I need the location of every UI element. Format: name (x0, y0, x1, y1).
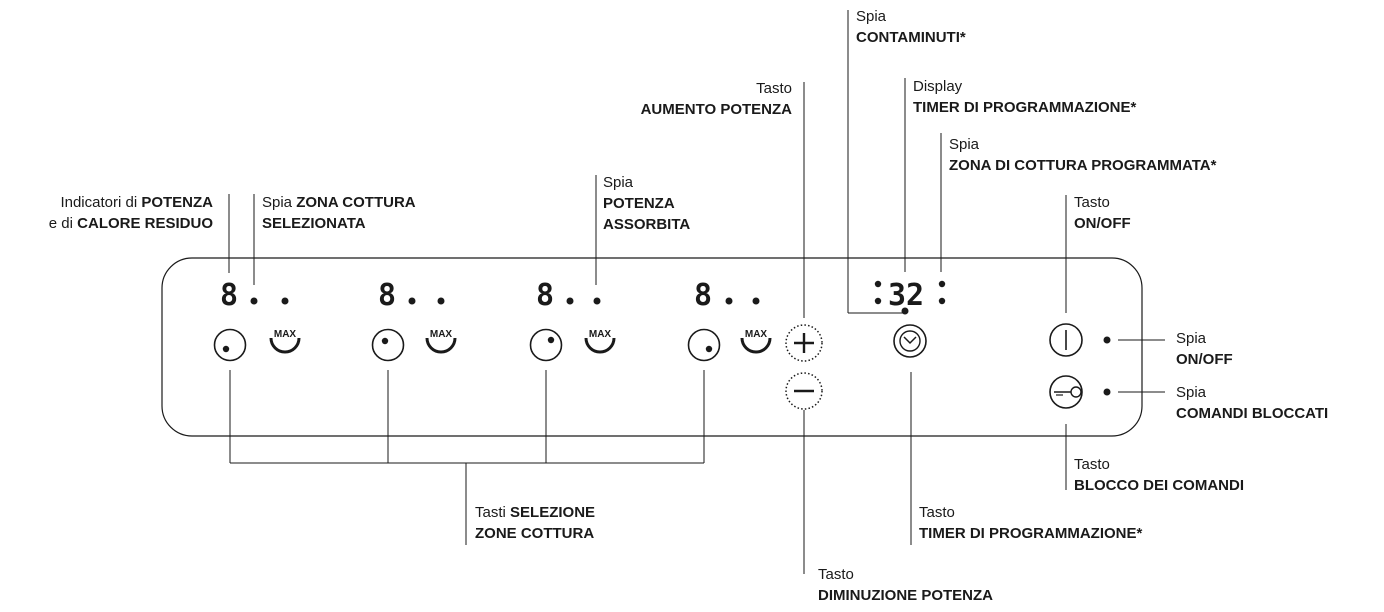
svg-text:MAX: MAX (745, 329, 768, 340)
zone-2-select-key[interactable] (371, 328, 405, 362)
label-lock-light: Spia COMANDI BLOCCATI (1176, 384, 1329, 422)
lock-light (1103, 388, 1111, 396)
programmed-zone-light-top (938, 280, 946, 288)
svg-text:MAX: MAX (589, 329, 612, 340)
zone-3-power-digit: 8 (536, 278, 554, 313)
minute-counter-light-top (874, 280, 882, 288)
zone-1-select-key[interactable] (213, 328, 247, 362)
clock-icon (899, 330, 921, 352)
lock-key[interactable] (1049, 375, 1083, 409)
label-zone-select-keys: Tasti SELEZIONE ZONE COTTURA (475, 504, 596, 542)
zone-2-power-digit: 8 (378, 278, 396, 313)
label-timer-key: Tasto TIMER DI PROGRAMMAZIONE* (919, 504, 1143, 542)
zone-1-power-dot (281, 297, 289, 305)
key-icon (1054, 386, 1082, 398)
label-power-decrease-key: Tasto DIMINUZIONE POTENZA (818, 566, 993, 604)
timer-dot (901, 307, 909, 315)
zone-1-max-icon: MAX (269, 329, 301, 354)
svg-text:MAX: MAX (274, 329, 297, 340)
zone-3-selected-dot (566, 297, 574, 305)
programmed-zone-light-bottom (938, 297, 946, 305)
leader-lines (228, 10, 1165, 574)
label-onoff-key: Tasto ON/OFF (1074, 194, 1131, 232)
zone-4: 8 MAX (687, 278, 772, 362)
label-programmed-zone-light: Spia ZONA DI COTTURA PROGRAMMATA* (949, 136, 1217, 174)
zone-2-max-icon: MAX (425, 329, 457, 354)
zone-3-max-icon: MAX (584, 329, 616, 354)
zone-4-power-dot (752, 297, 760, 305)
zone-1-power-digit: 8 (220, 278, 238, 313)
zone-3-select-key[interactable] (529, 328, 563, 362)
minute-counter-light-bottom (874, 297, 882, 305)
label-lock-key: Tasto BLOCCO DEI COMANDI (1074, 456, 1244, 494)
zone-4-selected-dot (725, 297, 733, 305)
label-zone-selected-light: Spia ZONA COTTURA SELEZIONATA (262, 194, 416, 232)
label-power-indicators: Indicatori di POTENZA e di CALORE RESIDU… (48, 194, 213, 232)
svg-text:MAX: MAX (430, 329, 453, 340)
power-decrease-key[interactable] (785, 372, 823, 410)
panel-outline (161, 257, 1143, 437)
zone-4-max-icon: MAX (740, 329, 772, 354)
label-onoff-light: Spia ON/OFF (1176, 330, 1233, 368)
label-minute-counter-light: Spia CONTAMINUTI* (856, 8, 966, 46)
timer-display: 32 (874, 278, 946, 315)
zone-3-power-dot (593, 297, 601, 305)
onoff-light (1103, 336, 1111, 344)
zone-1: 8 MAX (213, 278, 301, 362)
zone-4-select-key[interactable] (687, 328, 721, 362)
zone-1-selected-dot (250, 297, 258, 305)
onoff-key[interactable] (1049, 323, 1083, 357)
label-power-absorbed-light: Spia POTENZA ASSORBITA (603, 174, 691, 233)
zone-2-power-dot (437, 297, 445, 305)
zone-4-power-digit: 8 (694, 278, 712, 313)
label-timer-display: Display TIMER DI PROGRAMMAZIONE* (913, 78, 1137, 116)
zone-2-selected-dot (408, 297, 416, 305)
zone-3: 8 MAX (529, 278, 616, 362)
power-increase-key[interactable] (785, 324, 823, 362)
timer-key[interactable] (893, 324, 927, 358)
label-power-increase-key: Tasto AUMENTO POTENZA (640, 80, 792, 118)
timer-digits: 32 (888, 278, 924, 313)
zone-2: 8 MAX (371, 278, 457, 362)
